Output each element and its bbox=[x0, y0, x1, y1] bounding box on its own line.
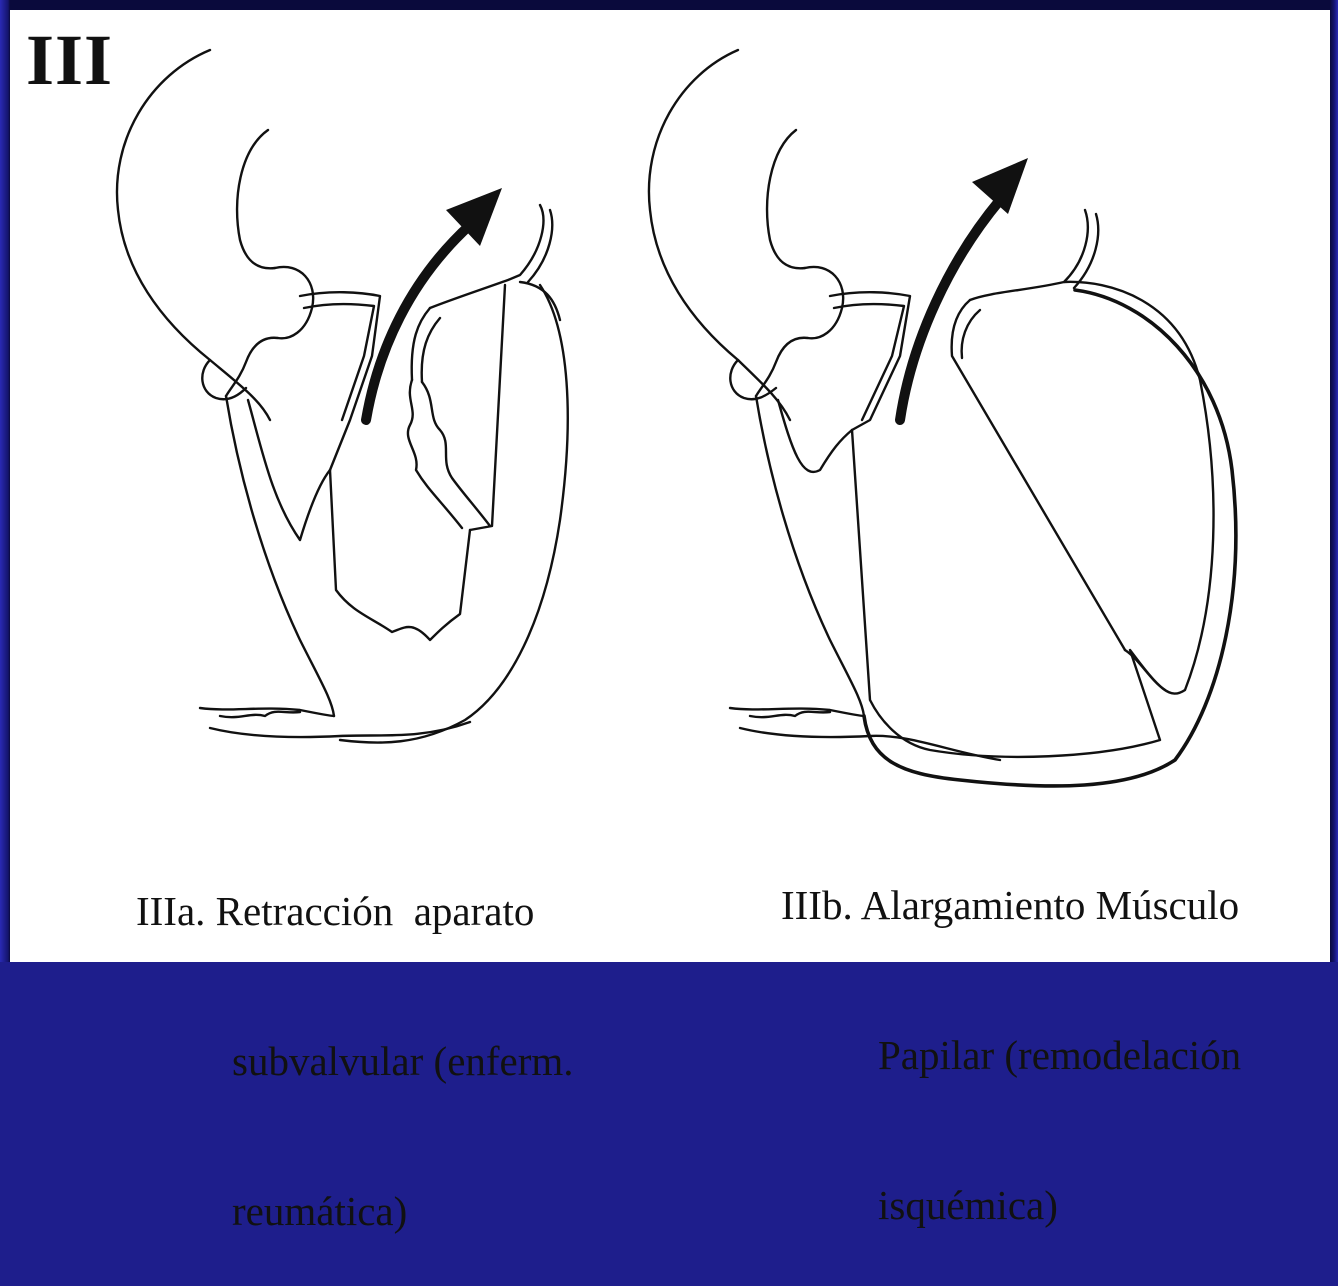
aortic-root-left bbox=[202, 360, 246, 399]
heart-outer-left bbox=[226, 396, 334, 716]
leaflet-right bbox=[952, 300, 1125, 650]
regurgitation-arrow-iiib bbox=[900, 158, 1028, 420]
annulus-left-inner bbox=[834, 304, 904, 420]
ventricle-outer-right bbox=[864, 290, 1236, 786]
chordae-retracted-2 bbox=[422, 382, 490, 526]
papillary-muscle bbox=[1125, 650, 1165, 690]
aorta-outer bbox=[117, 50, 270, 420]
heart-diagram-iiib bbox=[649, 50, 1236, 786]
aortic-root-left bbox=[730, 360, 776, 399]
leaflet-right-inner bbox=[962, 310, 980, 358]
caption-iiia-line2: subvalvular (enferm. bbox=[136, 1036, 574, 1086]
regurgitation-arrow-iiia bbox=[366, 188, 502, 420]
leaflet-right-inner bbox=[422, 318, 440, 382]
annulus-left-inner bbox=[304, 304, 374, 420]
caption-iiib-line1: IIIb. Alargamiento Músculo bbox=[781, 880, 1241, 930]
apex-jagged bbox=[220, 712, 300, 717]
annulus-left-outer bbox=[300, 292, 380, 470]
caption-iiia: IIIa. Retracción aparato subvalvular (en… bbox=[136, 786, 574, 1286]
aorta-inner bbox=[767, 130, 805, 268]
atrium-top-inner bbox=[1074, 214, 1098, 288]
caption-iiib-line3: isquémica) bbox=[781, 1180, 1241, 1230]
heart-outer-left bbox=[756, 396, 864, 716]
caption-iiib-line2: Papilar (remodelación bbox=[781, 1030, 1241, 1080]
septum-left bbox=[778, 400, 852, 472]
aorta-inner bbox=[237, 130, 275, 268]
caption-iiib: IIIb. Alargamiento Músculo Papilar (remo… bbox=[781, 780, 1241, 1280]
septum-left bbox=[248, 400, 330, 540]
heart-diagram-iiia bbox=[117, 50, 568, 743]
atrium-top-inner bbox=[528, 210, 552, 282]
papillary-muscle-left bbox=[330, 470, 470, 640]
aortic-root bbox=[226, 267, 313, 396]
aortic-root bbox=[756, 267, 843, 396]
apex-jagged bbox=[750, 712, 830, 717]
caption-iiia-line1: IIIa. Retracción aparato bbox=[136, 886, 574, 936]
chordae-retracted bbox=[408, 380, 462, 528]
ventricle-outer-right bbox=[340, 285, 568, 743]
ventricle-inner-right bbox=[470, 285, 505, 530]
caption-iiia-line3: reumática) bbox=[136, 1186, 574, 1236]
